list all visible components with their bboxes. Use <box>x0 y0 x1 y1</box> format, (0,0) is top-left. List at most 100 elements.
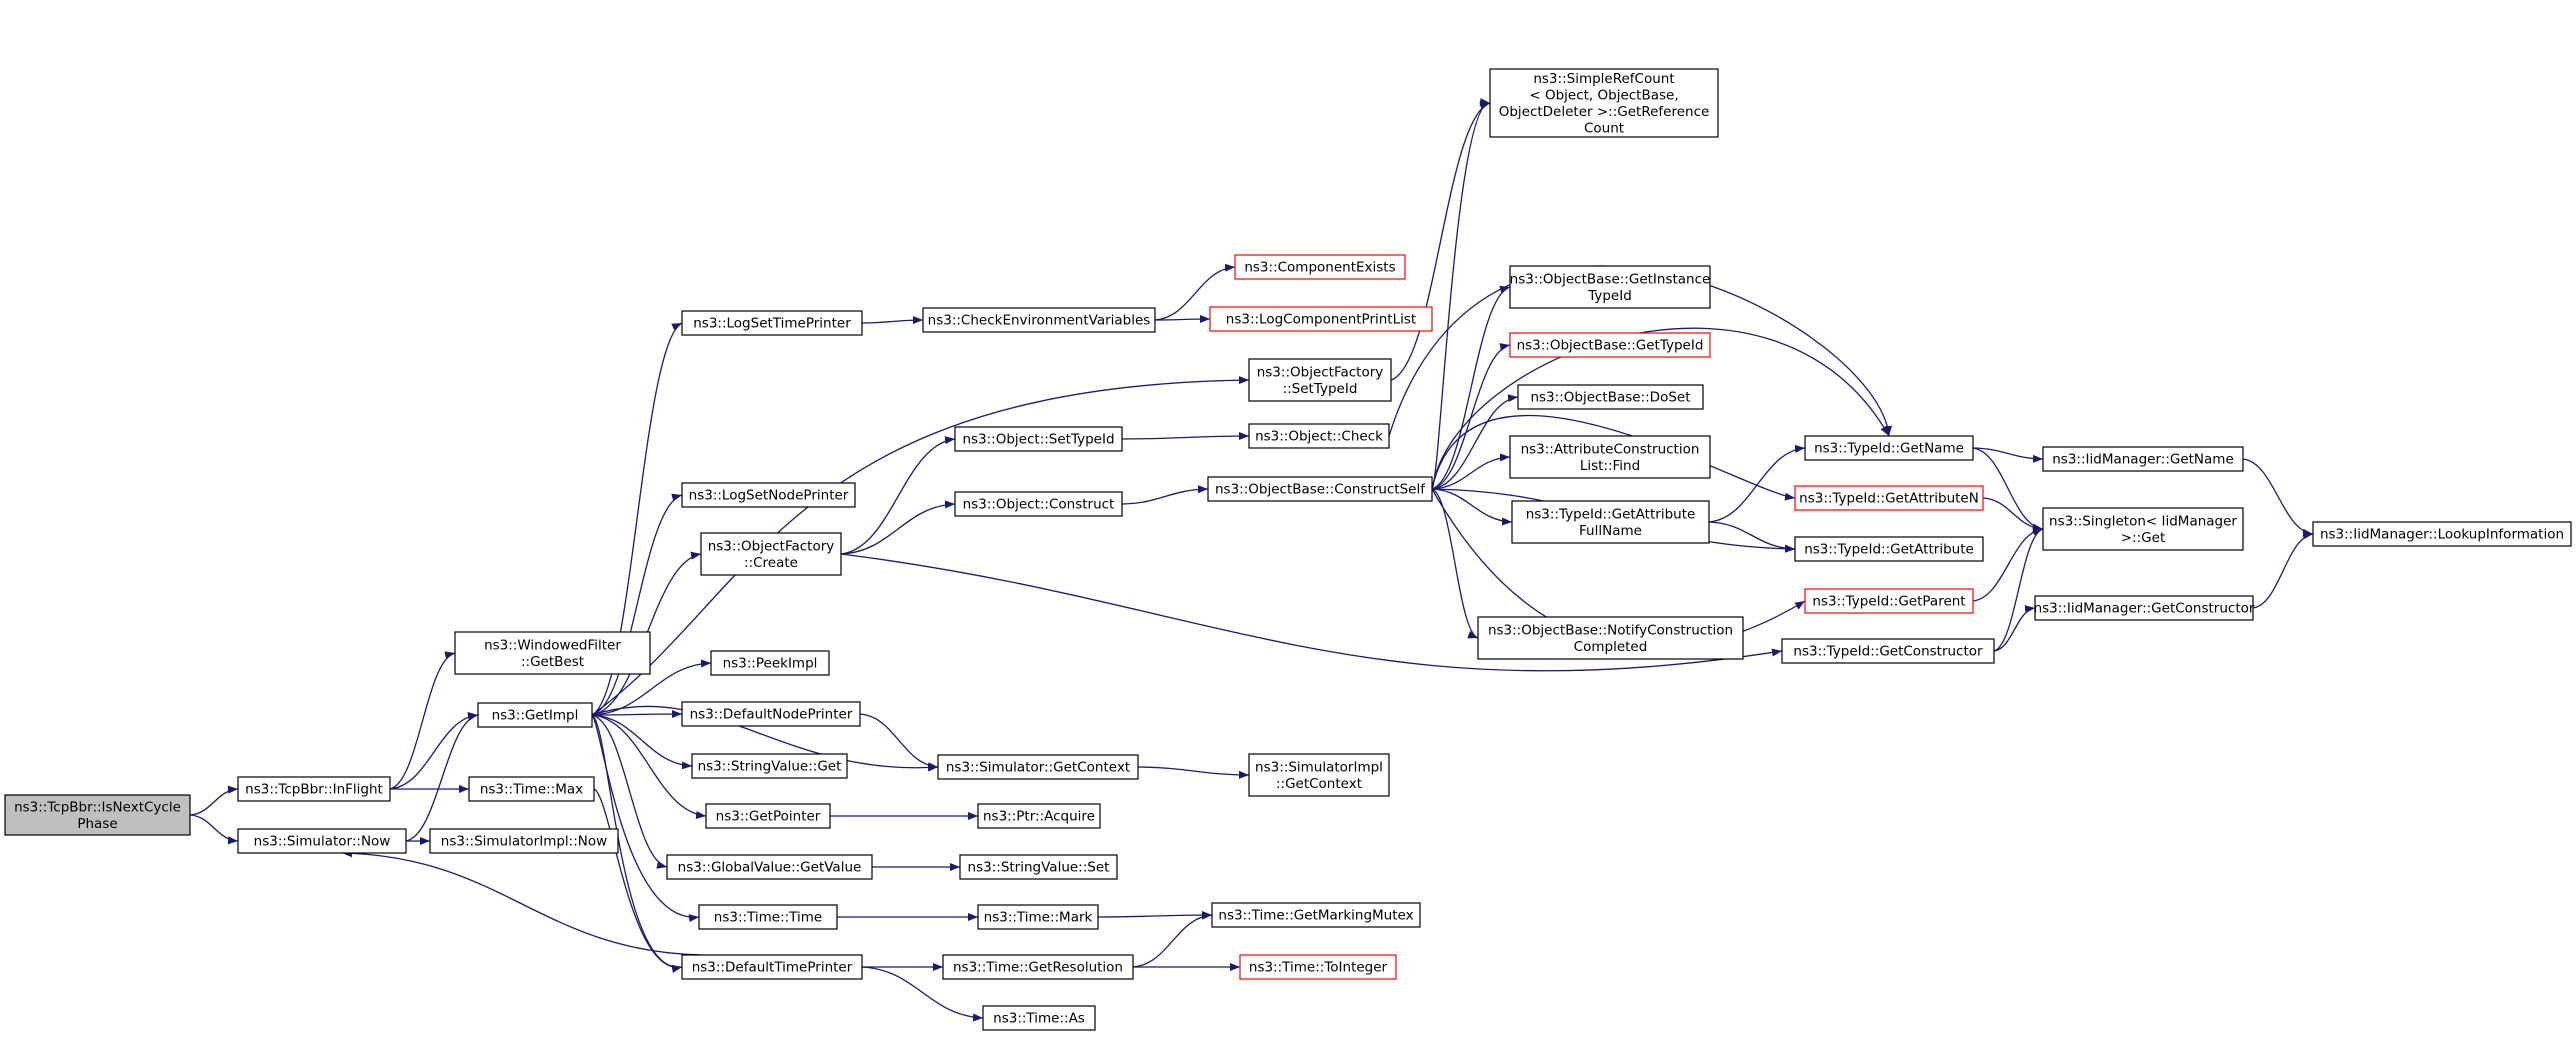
node-logcpl[interactable]: ns3::LogComponentPrintList <box>1209 306 1433 332</box>
node-box[interactable] <box>1248 358 1392 402</box>
node-box[interactable] <box>691 753 848 779</box>
node-box[interactable] <box>2312 521 2572 547</box>
node-obgettid[interactable]: ns3::ObjectBase::GetTypeId <box>1509 332 1711 358</box>
node-timemark[interactable]: ns3::Time::Mark <box>977 904 1099 930</box>
node-box[interactable] <box>954 491 1123 517</box>
node-box[interactable] <box>666 854 873 880</box>
node-simnow[interactable]: ns3::Simulator::Now <box>237 828 407 854</box>
node-box[interactable] <box>2042 507 2244 551</box>
node-box[interactable] <box>681 954 863 980</box>
node-peekimpl[interactable]: ns3::PeekImpl <box>710 650 830 676</box>
node-box[interactable] <box>1207 476 1433 502</box>
node-timetime[interactable]: ns3::Time::Time <box>698 904 838 930</box>
node-ofsettid[interactable]: ns3::ObjectFactory::SetTypeId <box>1248 358 1392 402</box>
node-checkenv[interactable]: ns3::CheckEnvironmentVariables <box>922 307 1156 333</box>
node-box[interactable] <box>977 803 1101 829</box>
node-box[interactable] <box>705 803 831 829</box>
node-obconstructself[interactable]: ns3::ObjectBase::ConstructSelf <box>1207 476 1433 502</box>
node-box[interactable] <box>1509 435 1711 479</box>
node-box[interactable] <box>477 702 593 728</box>
node-box[interactable] <box>1509 265 1711 309</box>
node-tidgetattrn[interactable]: ns3::TypeId::GetAttributeN <box>1794 485 1984 511</box>
node-box[interactable] <box>942 954 1134 980</box>
node-getmarkmutex[interactable]: ns3::Time::GetMarkingMutex <box>1211 902 1421 928</box>
node-defnp[interactable]: ns3::DefaultNodePrinter <box>681 701 861 727</box>
node-tidgetctor[interactable]: ns3::TypeId::GetConstructor <box>1781 638 1995 664</box>
node-box[interactable] <box>2034 595 2254 621</box>
node-getres[interactable]: ns3::Time::GetResolution <box>942 954 1134 980</box>
node-box[interactable] <box>1511 500 1710 544</box>
node-objcheck[interactable]: ns3::Object::Check <box>1248 423 1390 449</box>
node-singleton[interactable]: ns3::Singleton< IidManager>::Get <box>2042 507 2244 551</box>
node-tidgetparent[interactable]: ns3::TypeId::GetParent <box>1804 588 1974 614</box>
node-box[interactable] <box>954 426 1123 452</box>
node-box[interactable] <box>1509 332 1711 358</box>
node-box[interactable] <box>237 828 407 854</box>
node-iidgetname[interactable]: ns3::IidManager::GetName <box>2042 446 2244 472</box>
node-iidlookup[interactable]: ns3::IidManager::LookupInformation <box>2312 521 2572 547</box>
node-timeas[interactable]: ns3::Time::As <box>982 1005 1096 1031</box>
node-box[interactable] <box>700 532 842 576</box>
node-box[interactable] <box>1804 435 1974 461</box>
node-srcget[interactable]: ns3::SimpleRefCount< Object, ObjectBase,… <box>1489 68 1719 138</box>
node-box[interactable] <box>710 650 830 676</box>
node-logsettp[interactable]: ns3::LogSetTimePrinter <box>681 310 863 336</box>
node-simgetctx[interactable]: ns3::Simulator::GetContext <box>937 754 1139 780</box>
node-simimplnow[interactable]: ns3::SimulatorImpl::Now <box>429 828 619 854</box>
node-box[interactable] <box>429 828 619 854</box>
node-timemax[interactable]: ns3::Time::Max <box>468 776 595 802</box>
node-tidgetname[interactable]: ns3::TypeId::GetName <box>1804 435 1974 461</box>
node-box[interactable] <box>1517 384 1704 410</box>
node-box[interactable] <box>468 776 595 802</box>
node-svget[interactable]: ns3::StringValue::Get <box>691 753 848 779</box>
node-getpointer[interactable]: ns3::GetPointer <box>705 803 831 829</box>
node-box[interactable] <box>4 794 191 836</box>
node-box[interactable] <box>1804 588 1974 614</box>
node-box[interactable] <box>1209 306 1433 332</box>
node-box[interactable] <box>922 307 1156 333</box>
node-box[interactable] <box>1211 902 1421 928</box>
node-box[interactable] <box>698 904 838 930</box>
node-getbest[interactable]: ns3::WindowedFilter::GetBest <box>454 631 651 675</box>
node-box[interactable] <box>1234 254 1406 280</box>
node-tointeger[interactable]: ns3::Time::ToInteger <box>1239 954 1397 980</box>
node-box[interactable] <box>681 310 863 336</box>
node-deftp[interactable]: ns3::DefaultTimePrinter <box>681 954 863 980</box>
node-box[interactable] <box>1248 423 1390 449</box>
node-box[interactable] <box>982 1005 1096 1031</box>
node-inflight[interactable]: ns3::TcpBbr::InFlight <box>237 776 391 802</box>
node-objsettid[interactable]: ns3::Object::SetTypeId <box>954 426 1123 452</box>
node-iidgetctor[interactable]: ns3::IidManager::GetConstructor <box>2034 595 2255 621</box>
node-compexists[interactable]: ns3::ComponentExists <box>1234 254 1406 280</box>
node-box[interactable] <box>2042 446 2244 472</box>
node-getimpl[interactable]: ns3::GetImpl <box>477 702 593 728</box>
node-box[interactable] <box>1489 68 1719 138</box>
node-box[interactable] <box>681 482 856 508</box>
node-tidgetattr[interactable]: ns3::TypeId::GetAttribute <box>1794 536 1984 562</box>
node-simimplctx[interactable]: ns3::SimulatorImpl::GetContext <box>1248 753 1390 797</box>
node-gvgetvalue[interactable]: ns3::GlobalValue::GetValue <box>666 854 873 880</box>
node-box[interactable] <box>681 701 861 727</box>
node-box[interactable] <box>959 854 1118 880</box>
node-svset[interactable]: ns3::StringValue::Set <box>959 854 1118 880</box>
node-box[interactable] <box>1477 616 1744 660</box>
node-box[interactable] <box>1781 638 1995 664</box>
node-ptracquire[interactable]: ns3::Ptr::Acquire <box>977 803 1101 829</box>
node-box[interactable] <box>1248 753 1390 797</box>
node-box[interactable] <box>454 631 651 675</box>
node-logsetnp[interactable]: ns3::LogSetNodePrinter <box>681 482 856 508</box>
node-box[interactable] <box>1239 954 1397 980</box>
node-obnotify[interactable]: ns3::ObjectBase::NotifyConstructionCompl… <box>1477 616 1744 660</box>
node-box[interactable] <box>937 754 1139 780</box>
node-box[interactable] <box>1794 536 1984 562</box>
node-box[interactable] <box>977 904 1099 930</box>
node-obdoset[interactable]: ns3::ObjectBase::DoSet <box>1517 384 1704 410</box>
node-objconstruct[interactable]: ns3::Object::Construct <box>954 491 1123 517</box>
node-ofcreate[interactable]: ns3::ObjectFactory::Create <box>700 532 842 576</box>
node-box[interactable] <box>237 776 391 802</box>
node-box[interactable] <box>1794 485 1984 511</box>
